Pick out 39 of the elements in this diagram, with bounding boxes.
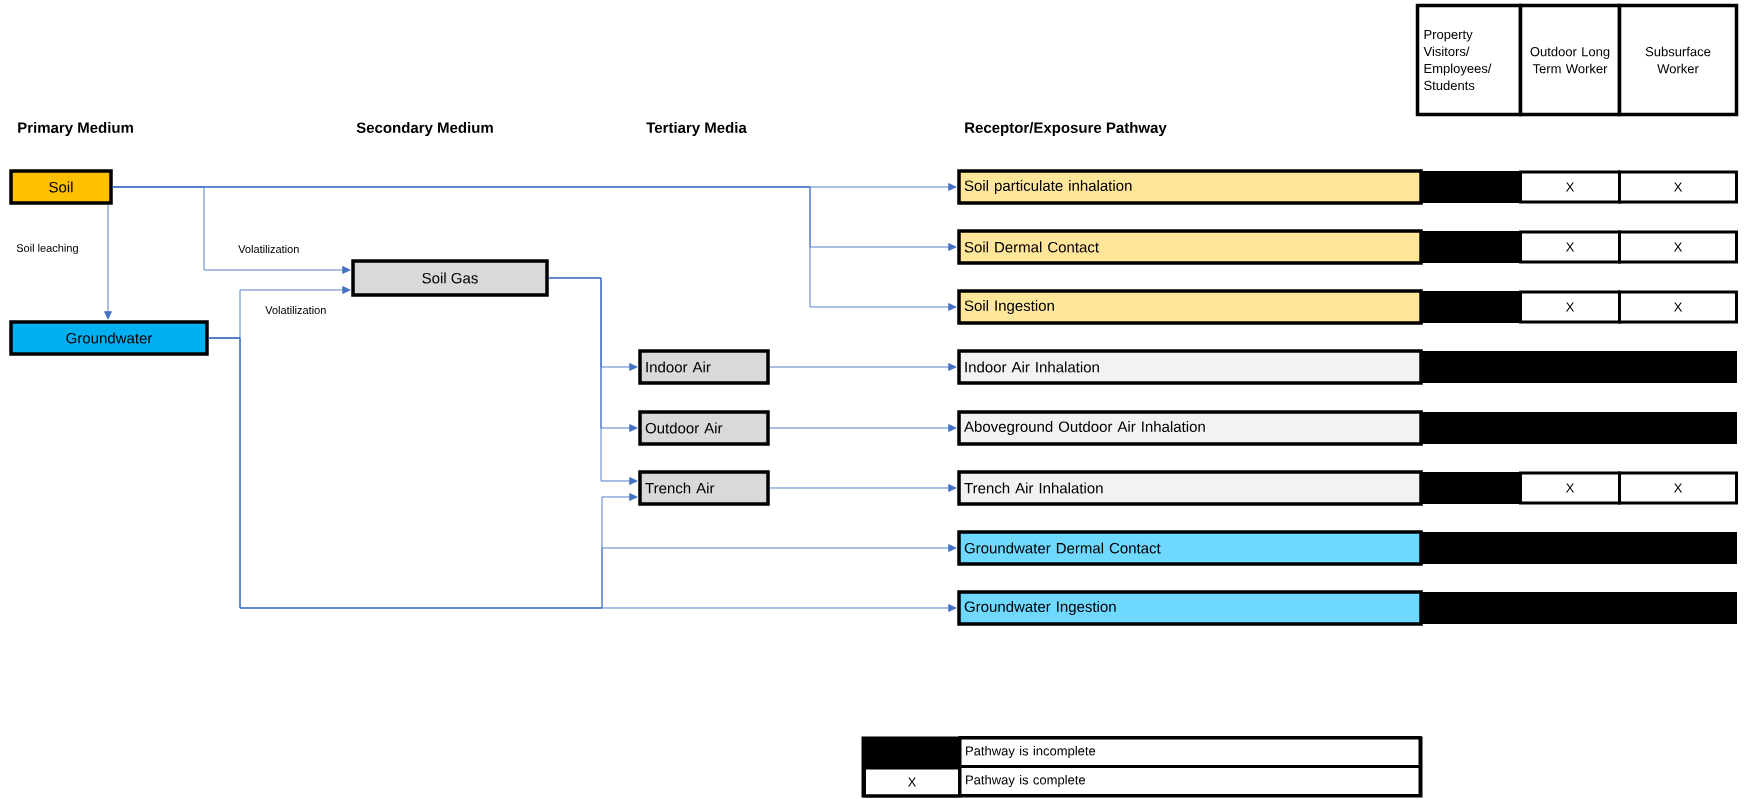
arrow <box>548 277 638 485</box>
flow-label: Soil leaching <box>16 243 78 255</box>
column-heading: Outdoor Long Term Worker <box>1518 3 1622 117</box>
medium-box: Outdoor Air <box>638 410 770 446</box>
complete-cell: X <box>1618 230 1738 264</box>
medium-box: Indoor Air <box>638 349 770 385</box>
column-heading: Receptor/Exposure Pathway <box>965 122 1167 136</box>
medium-box: Trench Air <box>638 470 770 506</box>
pathway-box: Groundwater Ingestion <box>957 590 1423 626</box>
medium-box: Soil Gas <box>351 259 549 297</box>
legend-sample: X <box>863 766 961 798</box>
arrow <box>769 424 957 432</box>
column-heading: Primary Medium <box>18 122 133 136</box>
pathway-box: Soil Dermal Contact <box>957 229 1423 265</box>
pathway-box: Groundwater Dermal Contact <box>957 530 1423 566</box>
column-heading: Property Visitors/ Employees/ Students <box>1415 3 1523 117</box>
column-heading: Tertiary Media <box>646 122 747 136</box>
complete-cell: X <box>1618 471 1738 505</box>
pathway-box: Soil Ingestion <box>957 289 1423 325</box>
arrow <box>112 186 957 311</box>
arrow <box>769 363 957 371</box>
pathway-box: Aboveground Outdoor Air Inhalation <box>957 410 1423 446</box>
flow-label: Volatilization <box>265 305 326 315</box>
complete-cell: X <box>1519 471 1621 505</box>
column-heading: Secondary Medium <box>356 122 493 136</box>
pathway-box: Trench Air Inhalation <box>957 470 1423 506</box>
complete-cell: X <box>1519 290 1621 324</box>
complete-cell: X <box>1519 170 1621 204</box>
pathway-box: Soil particulate inhalation <box>957 169 1423 205</box>
complete-cell: X <box>1519 230 1621 264</box>
complete-cell: X <box>1618 290 1738 324</box>
medium-box: Groundwater <box>9 320 209 356</box>
arrow <box>104 204 112 320</box>
arrow <box>769 484 957 492</box>
medium-box: Soil <box>9 169 113 205</box>
pathway-box: Indoor Air Inhalation <box>957 349 1423 385</box>
flow-label: Volatilization <box>238 244 299 254</box>
complete-cell: X <box>1618 170 1738 204</box>
column-heading: Subsurface Worker <box>1617 3 1739 117</box>
